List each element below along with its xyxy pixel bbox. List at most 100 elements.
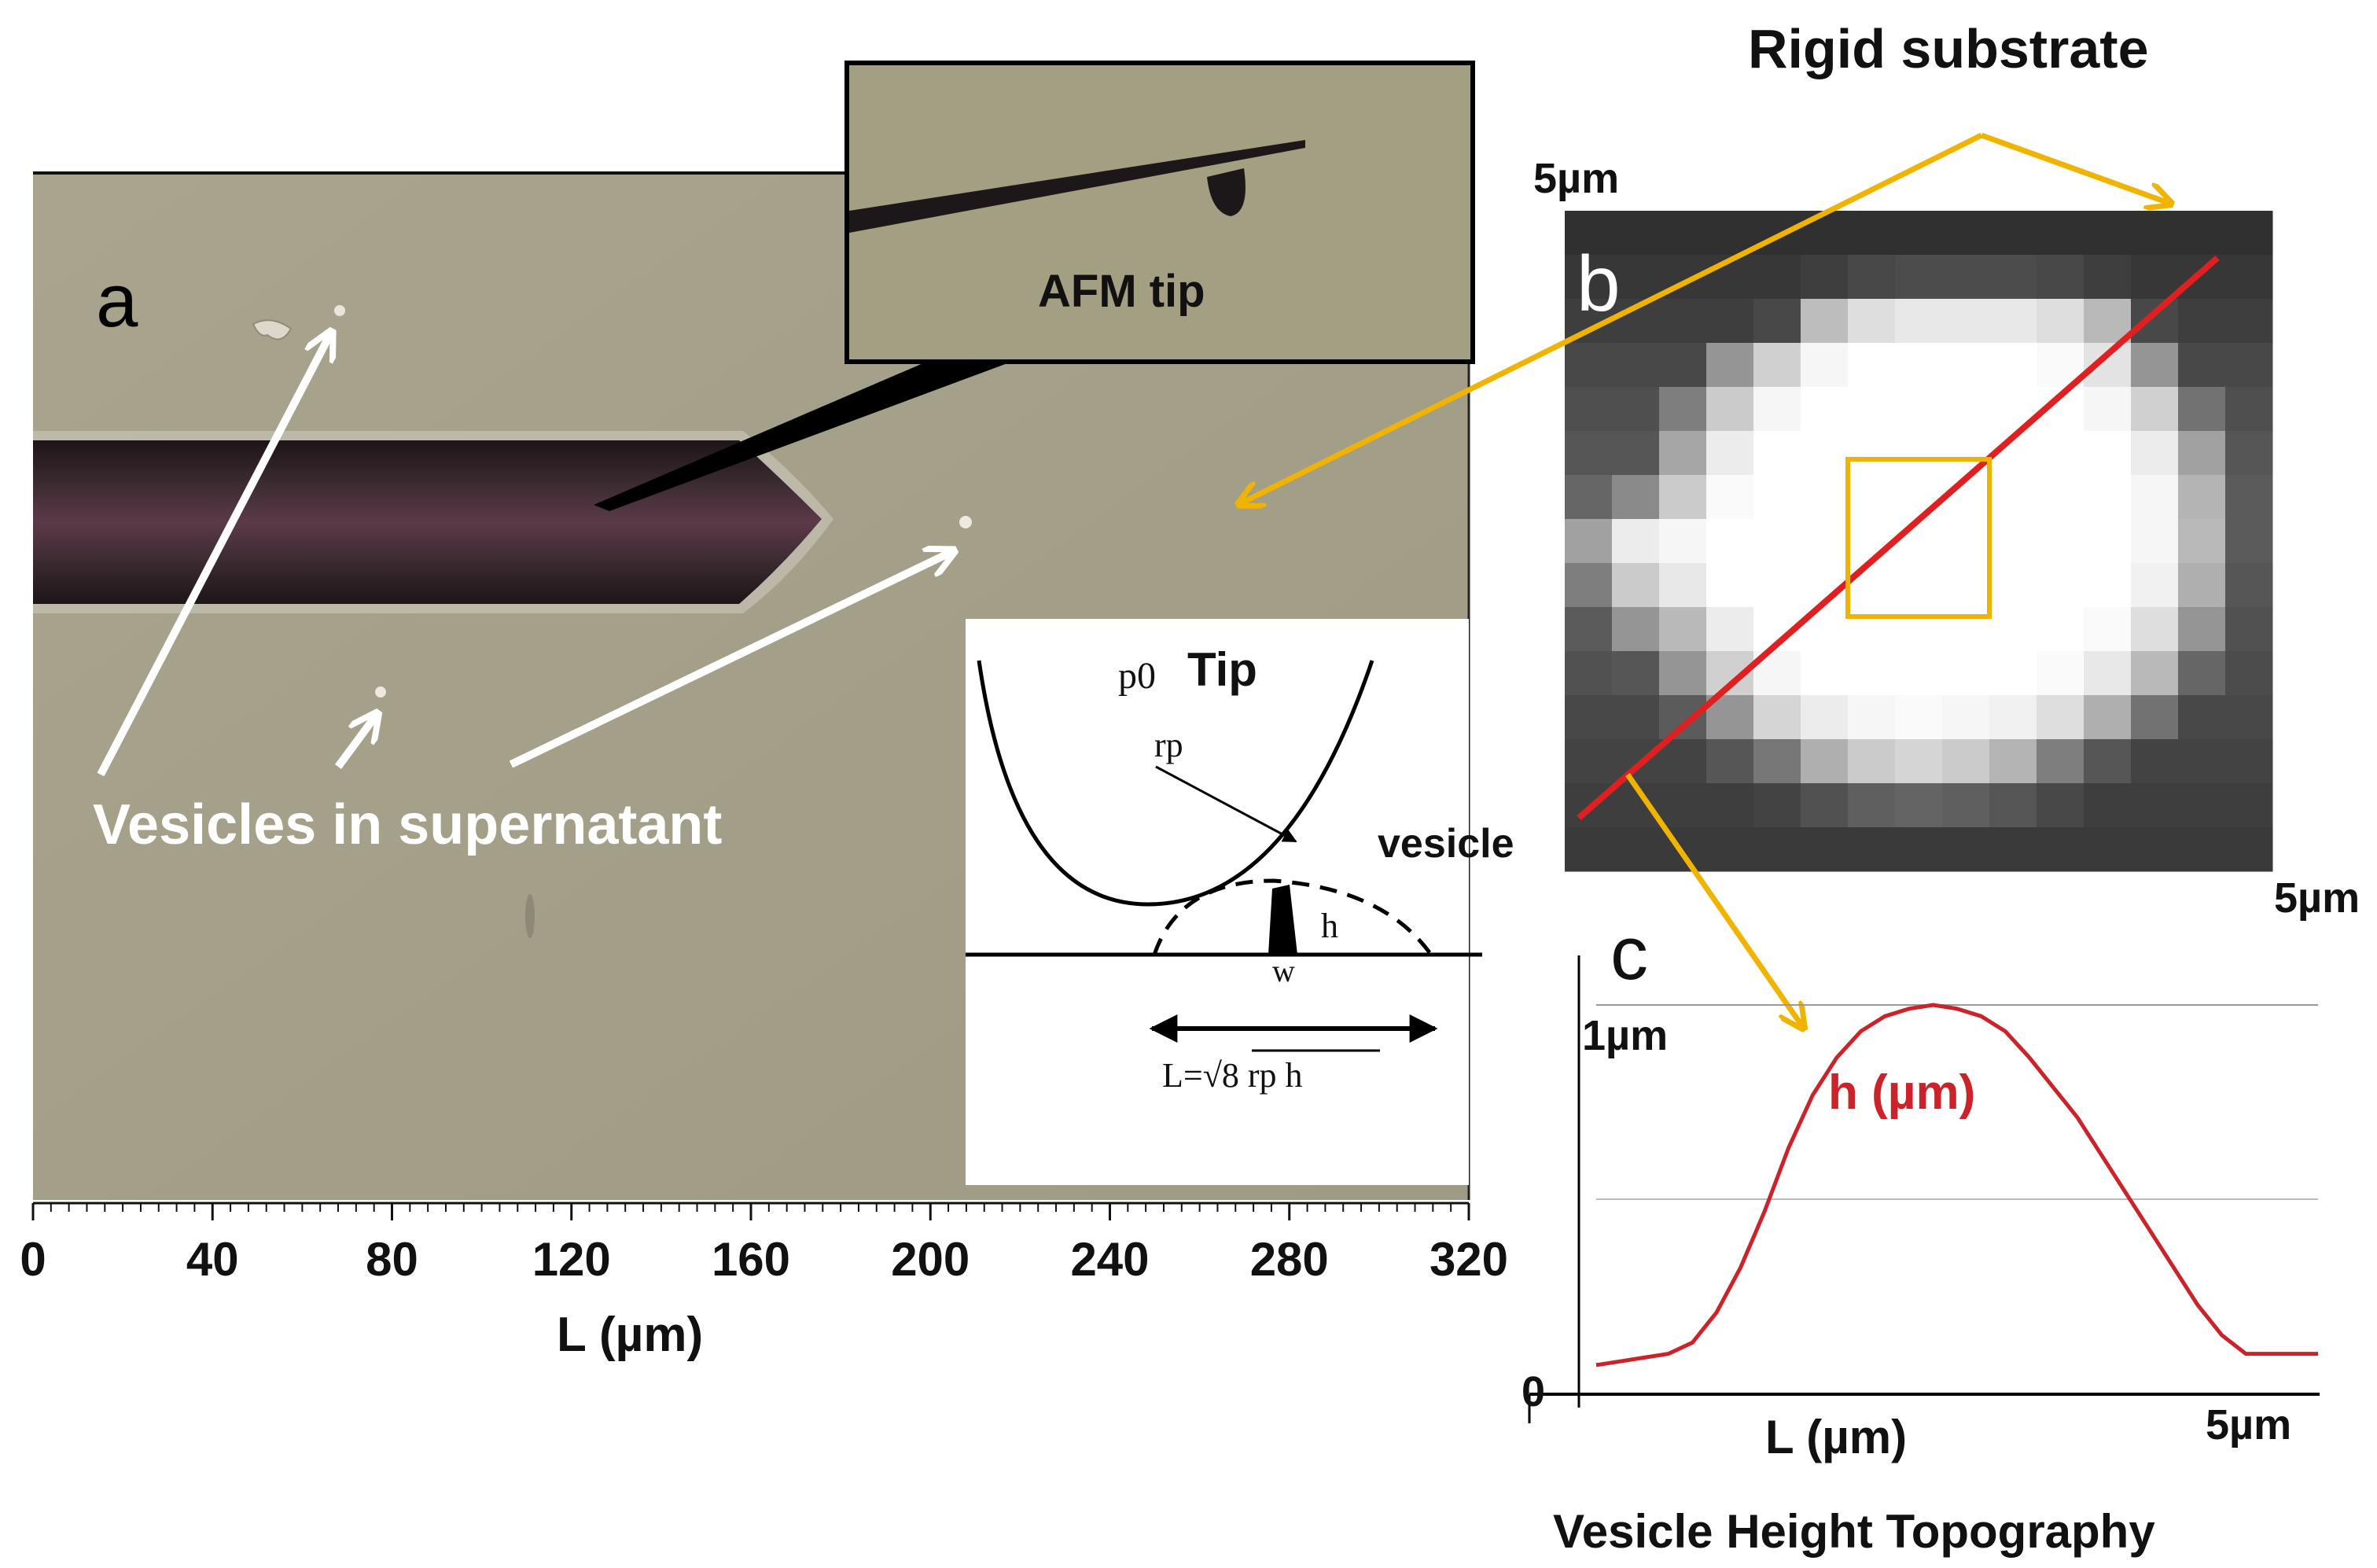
height-map-pixel [2037,563,2084,608]
height-map-pixel [1989,299,2037,344]
height-map-pixel [1753,255,1801,300]
height-map-pixel [2178,695,2226,740]
height-map-pixel [1989,827,2037,872]
height-map-pixel [1989,475,2037,520]
height-map-pixel [1565,519,1613,564]
height-map-pixel [1706,607,1754,652]
height-map-pixel [1706,431,1754,476]
height-map-pixel [2225,211,2273,256]
height-map-pixel [1659,783,1707,828]
height-map-pixel [1801,387,1849,432]
height-map-pixel [2225,739,2273,784]
zoom-box [1845,457,1992,619]
height-map-pixel [2131,211,2179,256]
height-map-pixel [1565,475,1613,520]
height-map-pixel [1848,563,1896,608]
height-map-pixel [2037,607,2084,652]
height-map-pixel [1895,299,1943,344]
height-map-pixel [1753,739,1801,784]
profile-caption: Vesicle Height Topography [1553,1505,2155,1558]
height-map-pixel [1848,211,1896,256]
height-map-pixel [1659,607,1707,652]
height-map-pixel [1565,343,1613,388]
height-map-pixel [1848,475,1896,520]
height-map-pixel [2131,519,2179,564]
h-label: h [1321,907,1338,945]
height-map-pixel [1801,475,1849,520]
height-map-pixel [2178,211,2226,256]
vesicle-dot [959,516,972,528]
height-map-pixel [1895,475,1943,520]
height-map-pixel [1565,255,1613,300]
height-map-pixel [2131,563,2179,608]
height-map-pixel [1565,387,1613,432]
panel-b-right-scale: 5µm [2274,874,2360,922]
substrate-arrow-right [1980,132,2169,203]
height-map-pixel [2178,343,2226,388]
height-map-pixel [1706,343,1754,388]
height-map-pixel [2131,827,2179,872]
height-map-pixel [2178,519,2226,564]
height-map-pixel [1659,519,1707,564]
height-map-pixel [1659,475,1707,520]
height-map-pixel [1753,387,1801,432]
height-map-pixel [1659,739,1707,784]
height-map-pixel [1848,695,1896,740]
height-map-pixel [1706,783,1754,828]
vesicle-height-bar [1268,885,1297,955]
tip-vesicle-schematic: p0 Tip rp vesicle h w L=√8 rp h [966,619,1514,1185]
height-map-pixel [1753,343,1801,388]
height-map-pixel [2131,475,2179,520]
height-map-pixel [1612,519,1660,564]
height-map-pixel [2131,783,2179,828]
height-map-pixel [2178,475,2226,520]
height-map-pixel [1801,827,1849,872]
afm-tip-label: AFM tip [1038,266,1205,317]
height-map-pixel [1942,343,1990,388]
height-map-pixel [1659,299,1707,344]
height-map-pixel [2084,783,2132,828]
height-map-pixel [1565,431,1613,476]
height-map-pixel [2084,519,2132,564]
height-map-pixel [1612,211,1660,256]
height-map-pixel [1612,827,1660,872]
height-map-pixel [1989,783,2037,828]
height-map-pixel [1565,607,1613,652]
height-map-pixel [1942,563,1990,608]
series-label: h (µm) [1828,1066,1975,1120]
afm-tip-inset: AFM tip [594,61,1475,511]
axis-tick-label: 200 [891,1233,970,1286]
height-map-pixel [2037,431,2084,476]
panel-a-letter: a [96,259,138,343]
height-map-pixel [1612,563,1660,608]
height-map-pixel [2084,299,2132,344]
height-map-pixel [1801,739,1849,784]
height-map-pixel [2084,651,2132,696]
vesicle-label: vesicle [1378,821,1514,867]
height-map-pixel [1848,255,1896,300]
height-map-pixel [1659,211,1707,256]
height-map-pixel [1753,563,1801,608]
height-map-pixel [1895,563,1943,608]
height-map-pixel [1801,255,1849,300]
height-map-pixel [2037,299,2084,344]
vesicle-arrows [97,334,951,777]
height-map-pixel [2131,255,2179,300]
height-map-pixel [1659,387,1707,432]
panel-b: Rigid substrate 5µm b 5µm [1241,18,2360,1026]
rp-label: rp [1154,726,1183,764]
height-map-pixel [1801,431,1849,476]
height-map-pixel [1612,255,1660,300]
height-map-pixel [1848,783,1896,828]
height-map-pixel [2131,431,2179,476]
vesicle-debris [252,319,293,340]
height-map-pixel [2225,519,2273,564]
height-map-pixel [2225,695,2273,740]
height-map-pixel [2131,695,2179,740]
height-map-pixel [1848,519,1896,564]
p0-symbol: p0 [1118,655,1156,697]
axis-tick-label: 120 [532,1233,611,1286]
panel-b-top-scale: 5µm [1533,155,1619,202]
height-map-pixel [2084,607,2132,652]
